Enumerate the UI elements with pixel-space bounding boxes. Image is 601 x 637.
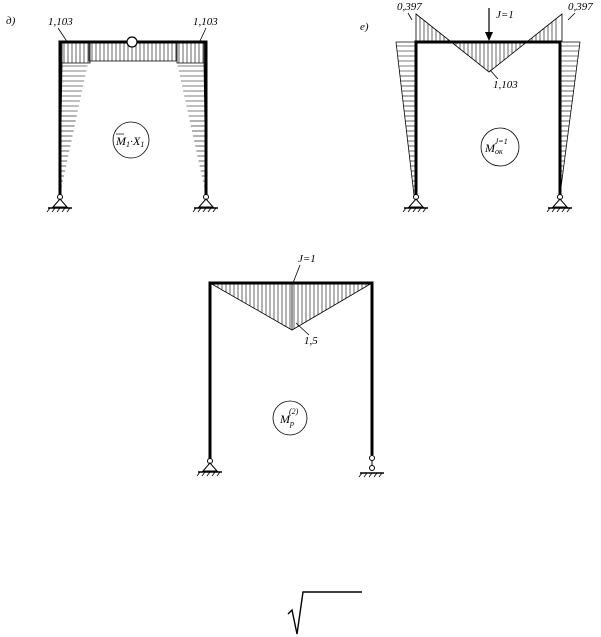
panel-e-left-taper xyxy=(395,41,415,196)
panel-e-label: MокJ=1 xyxy=(484,137,508,156)
panel-e-value-right: 0,397 xyxy=(568,1,593,13)
radical-sign xyxy=(287,591,362,635)
panel-d: д) 1,103 1,103 xyxy=(6,15,218,213)
panel-d-right-corner-box xyxy=(176,42,205,64)
panel-e-value-center: 1,103 xyxy=(493,79,518,91)
panel-d-value-right: 1,103 xyxy=(193,16,218,28)
panel-d-right-support xyxy=(192,194,218,213)
panel-e-load-arrow-head xyxy=(485,32,493,41)
panel-p-load: J=1 xyxy=(298,253,316,265)
panel-e-load: J=1 xyxy=(496,9,514,21)
panel-d-label: M1·X1 xyxy=(115,134,144,149)
panel-e-value-left: 0,397 xyxy=(397,1,422,13)
panel-d-label-circle xyxy=(112,121,150,159)
panel-p-value-center: 1,5 xyxy=(304,335,318,347)
panel-e-frame xyxy=(414,40,562,196)
panel-d-leader-right xyxy=(198,27,207,44)
panel-p-value-leader xyxy=(295,322,310,336)
panel-e-leader-left xyxy=(407,12,413,21)
radical-sign-stroke xyxy=(287,591,362,635)
panel-e-label-circle xyxy=(480,127,520,167)
panel-p-frame xyxy=(208,281,374,460)
panel-e-right-taper xyxy=(559,41,581,196)
panel-p-right-support xyxy=(358,455,384,478)
panel-d-left-corner-box xyxy=(61,42,91,64)
panel-e-leader-right xyxy=(567,12,576,21)
panel-p-load-leader xyxy=(292,264,301,284)
panel-d-leader-left xyxy=(57,27,69,44)
panel-d-hinge xyxy=(126,36,138,48)
panel-d-frame xyxy=(58,40,208,196)
panel-d-moment-hatch xyxy=(60,43,206,192)
panel-e: е) J=1 0,397 0,397 1,1 xyxy=(360,1,593,213)
panel-e-tag: е) xyxy=(360,21,369,33)
panel-e-right-support xyxy=(546,194,572,213)
panel-d-left-support xyxy=(46,194,72,213)
panel-e-moment-hatch xyxy=(396,17,580,192)
panel-p-label-circle xyxy=(272,400,308,436)
panel-e-left-support xyxy=(402,194,428,213)
panel-e-beam-diagram xyxy=(415,13,563,73)
panel-p-left-support xyxy=(196,458,222,477)
panel-d-value-left: 1,103 xyxy=(48,16,73,28)
panel-e-leader-center xyxy=(489,69,499,80)
panel-d-beam-diagram xyxy=(88,42,177,62)
panel-p-label: Mp(2) xyxy=(279,407,299,428)
panel-p: J=1 1,5 Mp(2) xyxy=(196,253,384,478)
panel-d-tag: д) xyxy=(6,15,16,27)
